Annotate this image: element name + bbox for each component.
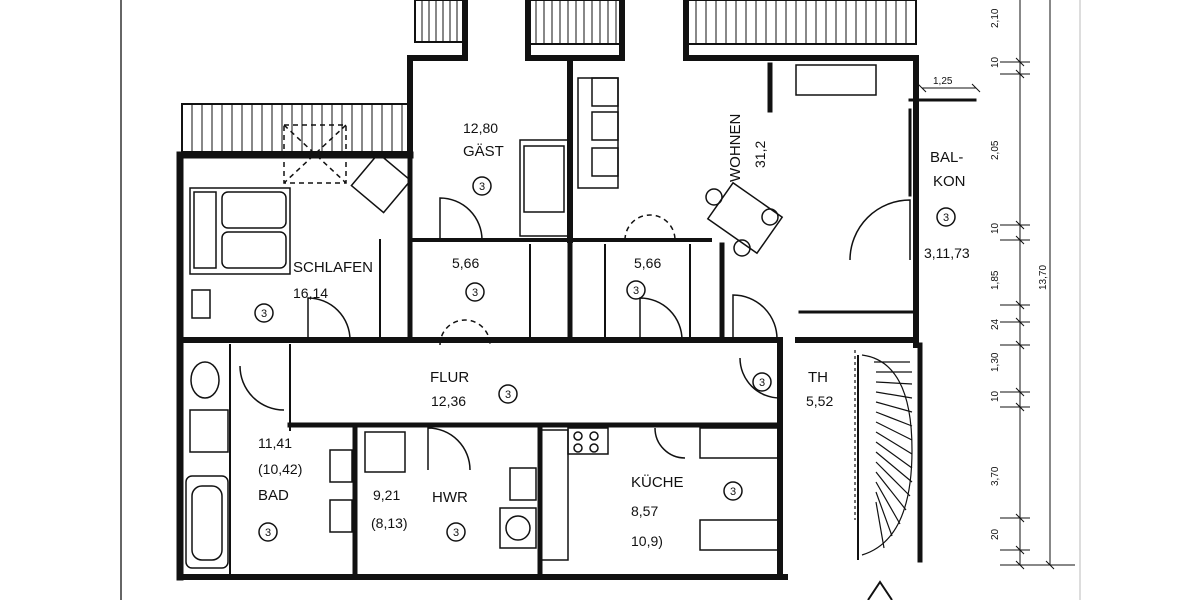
dimension-labels: 1,25 2,10 10 2,05 10 1,85 24 1,30 10 3,7… (933, 8, 1049, 540)
kitchen-stove (567, 427, 609, 455)
room-b: 5,66 3 (626, 255, 661, 300)
kueche-circle-number: 3 (730, 486, 736, 498)
dim-right-4: 1,85 (990, 270, 1001, 290)
room-schlafen: SCHLAFEN 16,14 3 (254, 259, 373, 323)
dim-right-7: 10 (990, 390, 1001, 402)
furniture (185, 64, 877, 569)
bad-area-1: 11,41 (258, 435, 292, 451)
balkon-name-2: KON (933, 173, 966, 190)
flur-circle-number: 3 (505, 389, 511, 401)
balcony-left (181, 103, 413, 153)
hwr-sink (364, 431, 406, 473)
kitchen-counters (539, 427, 779, 561)
bad-name: BAD (258, 487, 289, 504)
flur-name: FLUR (430, 369, 469, 386)
nightstand (191, 289, 211, 319)
door-bad (239, 365, 285, 411)
double-bed (189, 187, 291, 275)
balkon-name-1: BAL- (930, 149, 963, 166)
dim-right-5: 24 (990, 318, 1001, 330)
gast-circle-number: 3 (479, 181, 485, 193)
gast-name: GÄST (463, 143, 504, 160)
room-th: 3 TH 5,52 (752, 369, 833, 409)
room-flur: FLUR 12,36 3 (430, 369, 518, 409)
balcony-top-middle (527, 0, 623, 45)
door-arc-a (439, 319, 491, 346)
dryer (509, 467, 537, 501)
doors (239, 197, 911, 471)
th-name: TH (808, 369, 828, 386)
th-circle-number: 3 (759, 377, 765, 389)
kueche-area-2: 10,9) (631, 533, 663, 549)
dining-table (705, 181, 784, 257)
wohnen-name: WOHNEN (727, 114, 744, 182)
dim-right-6: 1,30 (990, 352, 1001, 372)
sideboard (795, 64, 877, 96)
schlafen-circle-number: 3 (261, 308, 267, 320)
room-balkon: BAL- KON 3 3,11,73 (924, 149, 970, 261)
bathtub (185, 475, 229, 569)
washbasins (329, 449, 353, 533)
wohnen-area: 31,2 (752, 141, 768, 168)
schlafen-name: SCHLAFEN (293, 259, 373, 276)
dim-right-1: 10 (990, 56, 1001, 68)
dim-right-3: 10 (990, 222, 1001, 234)
hwr-area-2: (8,13) (371, 515, 408, 531)
door-schlafen (307, 297, 351, 341)
hwr-area-1: 9,21 (373, 487, 400, 503)
bad-area-2: (10,42) (258, 461, 302, 477)
shower (189, 409, 229, 453)
entrance-arrow (867, 580, 893, 600)
room-gast: 12,80 GÄST 3 (463, 120, 504, 196)
skylight (283, 124, 347, 184)
walls (176, 0, 977, 581)
hwr-circle-number: 3 (453, 527, 459, 539)
dimension-lines (917, 0, 1075, 570)
door-gast (439, 197, 483, 241)
room-wohnen: WOHNEN 31,2 (727, 114, 768, 182)
gast-area: 12,80 (463, 120, 498, 136)
room-b-circle-number: 3 (633, 285, 639, 297)
door-room-b (639, 297, 683, 341)
room-b-area: 5,66 (634, 255, 661, 271)
door-arc-b (624, 214, 676, 241)
balkon-circle-number: 3 (943, 212, 949, 224)
bad-circle-number: 3 (265, 527, 271, 539)
armchair (350, 152, 412, 214)
room-a: 5,66 3 (452, 255, 485, 302)
dim-total-height: 13,70 (1038, 265, 1049, 290)
room-kueche: KÜCHE 8,57 10,9) 3 (631, 473, 743, 549)
dim-balcony-depth: 1,25 (933, 76, 953, 87)
th-area: 5,52 (806, 393, 833, 409)
door-hwr (427, 427, 471, 471)
dim-right-0: 2,10 (990, 8, 1001, 28)
room-bad: 11,41 (10,42) BAD 3 (258, 435, 302, 542)
staircase (854, 350, 913, 560)
washing-machine (499, 507, 537, 549)
dim-right-2: 2,05 (990, 140, 1001, 160)
door-wohnen (732, 294, 778, 341)
hwr-name: HWR (432, 489, 468, 506)
door-balcony (849, 199, 911, 261)
balcony-top-right (685, 0, 917, 45)
room-a-area: 5,66 (452, 255, 479, 271)
door-kueche (654, 427, 686, 459)
sheet-edges (120, 0, 1081, 600)
door-th (739, 357, 781, 399)
room-a-circle-number: 3 (472, 287, 478, 299)
balcony-top-left (414, 0, 466, 43)
balkon-area: 3,11,73 (924, 245, 970, 261)
kueche-area-1: 8,57 (631, 503, 658, 519)
flur-area: 12,36 (431, 393, 466, 409)
schlafen-area: 16,14 (293, 285, 328, 301)
room-hwr: 9,21 (8,13) HWR 3 (371, 487, 468, 542)
toilet (190, 361, 220, 399)
kueche-name: KÜCHE (631, 473, 684, 491)
guest-bed (519, 139, 569, 237)
dim-right-8: 3,70 (990, 466, 1001, 486)
dim-right-9: 20 (990, 528, 1001, 540)
hatched-balconies (181, 0, 917, 153)
shelves (577, 77, 619, 189)
